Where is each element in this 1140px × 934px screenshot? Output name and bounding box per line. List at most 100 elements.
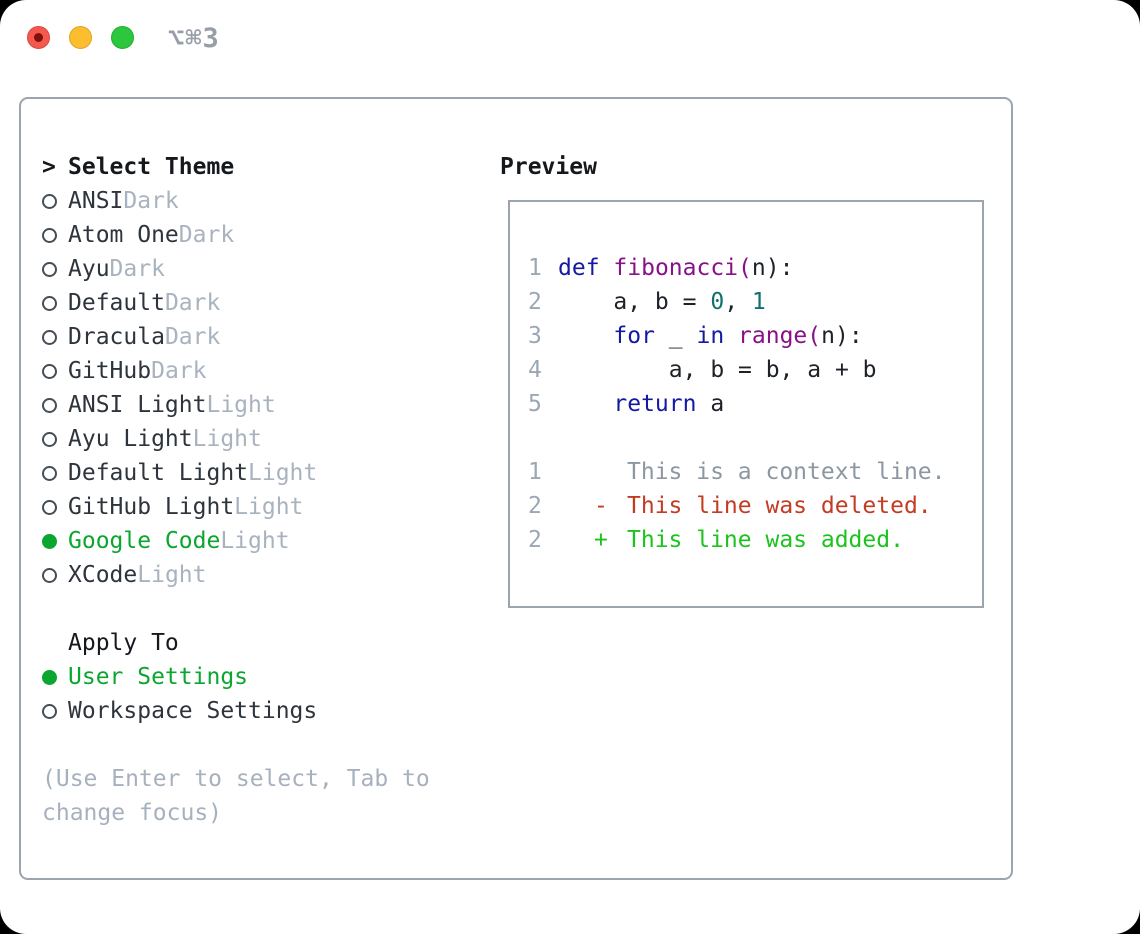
code-token: in bbox=[696, 323, 725, 349]
radio-icon bbox=[42, 261, 68, 277]
zoom-button[interactable] bbox=[111, 26, 134, 49]
code-token: _ bbox=[654, 323, 697, 349]
diff-marker: - bbox=[594, 493, 608, 519]
theme-name: Ayu Light bbox=[68, 426, 193, 452]
diff-text: This line was added. bbox=[627, 527, 904, 553]
theme-variant: Light bbox=[206, 392, 276, 418]
radio-icon bbox=[42, 227, 68, 243]
theme-option[interactable]: Atom One Dark bbox=[42, 218, 482, 252]
radio-icon bbox=[42, 703, 68, 719]
line-number: 3 bbox=[528, 323, 542, 349]
apply-option-label: Workspace Settings bbox=[68, 698, 318, 724]
theme-variant: Light bbox=[192, 426, 262, 452]
code-token: for bbox=[613, 323, 655, 349]
preview-gap bbox=[510, 421, 982, 455]
theme-variant: Light bbox=[234, 494, 304, 520]
theme-option[interactable]: Ayu Dark bbox=[42, 252, 482, 286]
apply-to-header: Apply To bbox=[42, 626, 482, 660]
line-number: 4 bbox=[528, 357, 542, 383]
theme-name: GitHub bbox=[68, 358, 152, 384]
code-token: a bbox=[696, 391, 725, 417]
close-button[interactable] bbox=[27, 26, 50, 49]
theme-name: Google Code bbox=[68, 528, 221, 554]
theme-name: Default Light bbox=[68, 460, 249, 486]
theme-name: Atom One bbox=[68, 222, 179, 248]
window-title: ⌥⌘3 bbox=[168, 23, 220, 54]
radio-icon bbox=[42, 295, 68, 311]
code-token bbox=[558, 323, 613, 349]
code-token: def bbox=[558, 255, 600, 281]
code-token: range( bbox=[738, 323, 822, 349]
theme-option[interactable]: Default Dark bbox=[42, 286, 482, 320]
select-theme-title: Select Theme bbox=[68, 154, 235, 180]
code-token: 0 bbox=[710, 289, 725, 315]
titlebar: ⌥⌘3 bbox=[0, 0, 1140, 75]
theme-variant: Dark bbox=[164, 290, 221, 316]
diff-line-deleted: 2 -This line was deleted. bbox=[510, 489, 982, 523]
theme-name: GitHub Light bbox=[68, 494, 235, 520]
minimize-button[interactable] bbox=[69, 26, 92, 49]
apply-option[interactable]: Workspace Settings bbox=[42, 694, 482, 728]
preview-title: Preview bbox=[500, 154, 597, 180]
theme-option[interactable]: ANSI Dark bbox=[42, 184, 482, 218]
theme-variant: Dark bbox=[109, 256, 165, 282]
theme-option[interactable]: Default Light Light bbox=[42, 456, 482, 490]
theme-variant: Light bbox=[220, 528, 290, 554]
theme-option[interactable]: Dracula Dark bbox=[42, 320, 482, 354]
theme-name: Ayu bbox=[68, 256, 110, 282]
theme-option[interactable]: GitHub Dark bbox=[42, 354, 482, 388]
code-token bbox=[724, 323, 738, 349]
preview-box: 1 def fibonacci(n): 2 a, b = 0, 1 3 for _ i… bbox=[508, 200, 984, 608]
code-line: 1 def fibonacci(n): bbox=[510, 251, 982, 285]
code-token: fibonacci( bbox=[613, 255, 752, 281]
code-token: 1 bbox=[751, 289, 766, 315]
diff-preview: 1 This is a context line. 2 -This line was … bbox=[510, 455, 982, 557]
code-token: a, b = bbox=[558, 289, 711, 315]
select-theme-header: > Select Theme bbox=[42, 150, 482, 184]
code-line: 3 for _ in range(n): bbox=[510, 319, 982, 353]
theme-option[interactable]: XCode Light bbox=[42, 558, 482, 592]
diff-marker: + bbox=[594, 527, 608, 553]
code-line: 5 return a bbox=[510, 387, 982, 421]
help-text: (Use Enter to select, Tab to change focu… bbox=[42, 766, 430, 826]
diff-text: This line was deleted. bbox=[627, 493, 932, 519]
radio-icon bbox=[42, 363, 68, 379]
theme-option[interactable]: Google Code Light bbox=[42, 524, 482, 558]
apply-option[interactable]: User Settings bbox=[42, 660, 482, 694]
theme-option[interactable]: ANSI Light Light bbox=[42, 388, 482, 422]
line-number: 5 bbox=[528, 391, 542, 417]
code-token bbox=[558, 391, 613, 417]
apply-to-title: Apply To bbox=[68, 630, 179, 656]
apply-option-label: User Settings bbox=[68, 664, 249, 690]
theme-variant: Dark bbox=[164, 324, 221, 350]
code-token: n): bbox=[751, 255, 794, 281]
radio-icon bbox=[42, 431, 68, 447]
diff-text: This is a context line. bbox=[627, 459, 946, 485]
code-token: a, b = b, a + b bbox=[558, 357, 877, 383]
unsaved-dot-icon bbox=[34, 33, 43, 42]
theme-option[interactable]: Ayu Light Light bbox=[42, 422, 482, 456]
radio-selected-icon bbox=[42, 669, 68, 685]
line-number: 2 bbox=[528, 493, 542, 519]
theme-variant: Light bbox=[248, 460, 318, 486]
diff-line-added: 2+This line was added. bbox=[510, 523, 982, 557]
code-token: , bbox=[724, 289, 752, 315]
theme-name: Default bbox=[68, 290, 165, 316]
focus-caret-icon: > bbox=[42, 154, 56, 180]
line-number: 1 bbox=[528, 255, 542, 281]
code-token: return bbox=[613, 391, 697, 417]
theme-variant: Dark bbox=[151, 358, 207, 384]
theme-option[interactable]: GitHub Light Light bbox=[42, 490, 482, 524]
theme-name: Dracula bbox=[68, 324, 165, 350]
theme-variant: Dark bbox=[178, 222, 235, 248]
line-number: 1 bbox=[528, 459, 542, 485]
radio-icon bbox=[42, 329, 68, 345]
theme-variant: Dark bbox=[123, 188, 179, 214]
theme-name: ANSI bbox=[68, 188, 124, 214]
